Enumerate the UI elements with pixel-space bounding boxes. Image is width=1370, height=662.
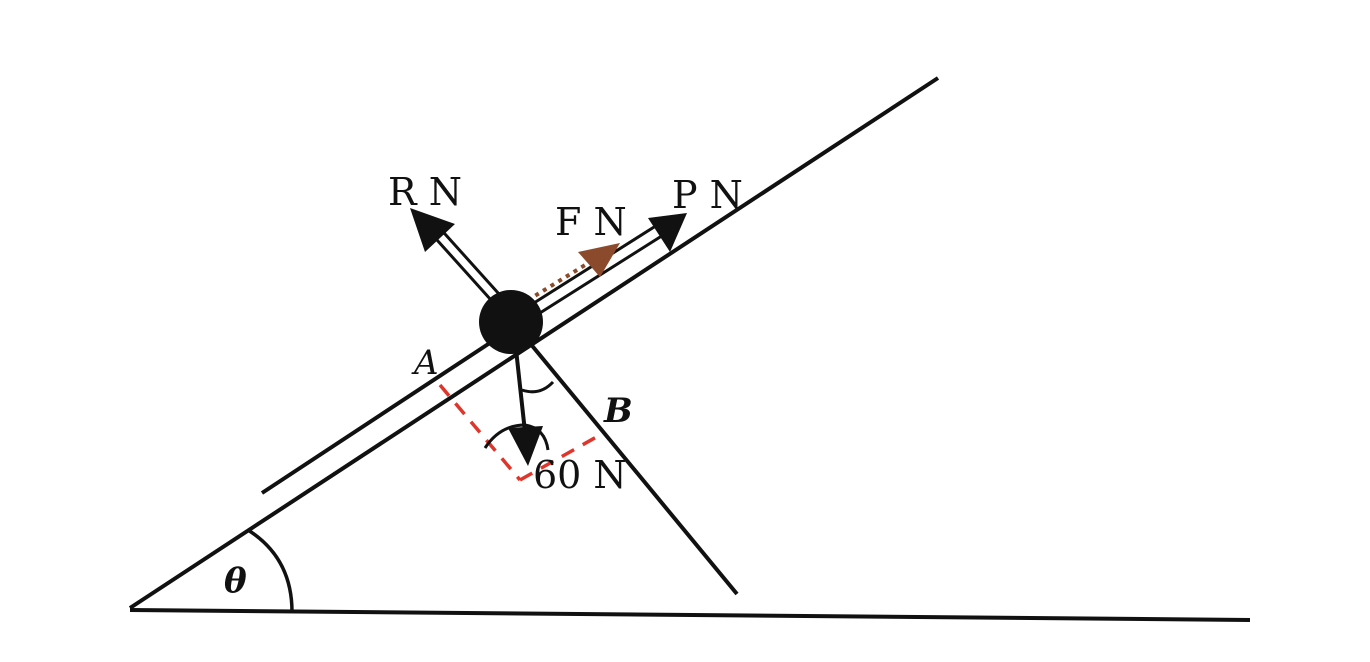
label-point-a: A: [411, 343, 439, 383]
ground-line: [129, 608, 1251, 622]
label-weight: 60 N: [533, 453, 627, 497]
pull-arrow-head: [648, 213, 687, 252]
construction-dash-b: [519, 433, 601, 482]
reaction-arrow-shaft-2: [434, 222, 510, 306]
weight-arrow-head: [508, 426, 543, 466]
angle-arc-b: [521, 380, 555, 394]
perpendicular-line: [513, 323, 739, 596]
weight-arrow-shaft: [513, 339, 527, 433]
reaction-arrow-shaft-1: [426, 228, 502, 312]
label-incline-angle: θ: [224, 561, 247, 601]
friction-arrow-head: [578, 243, 620, 277]
label-normal-reaction: R N: [388, 170, 462, 214]
label-friction: F N: [555, 200, 627, 244]
theta-arc: [247, 528, 294, 613]
label-pull-force: P N: [672, 173, 743, 217]
reaction-arrow-head: [410, 208, 455, 252]
label-point-b: B: [603, 391, 633, 431]
construction-dash-a: [438, 383, 522, 482]
incline-offset-line: [260, 331, 507, 495]
particle: [479, 290, 543, 354]
